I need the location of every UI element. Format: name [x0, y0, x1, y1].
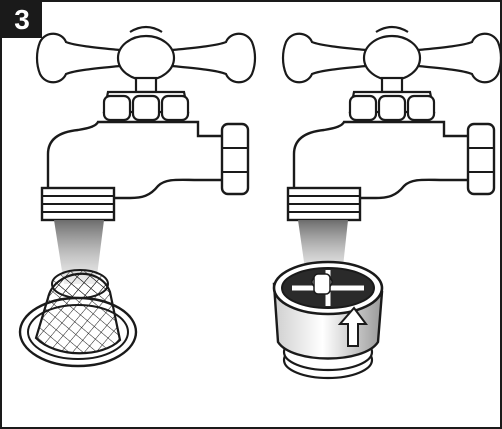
light-beam-left — [54, 220, 104, 284]
step-number-badge: 3 — [2, 2, 42, 38]
flow-arrow-icon — [337, 306, 368, 347]
screen-filter — [18, 269, 138, 368]
faucet-left — [35, 25, 257, 222]
in-line-filter — [272, 260, 384, 380]
faucet-right — [281, 25, 502, 222]
